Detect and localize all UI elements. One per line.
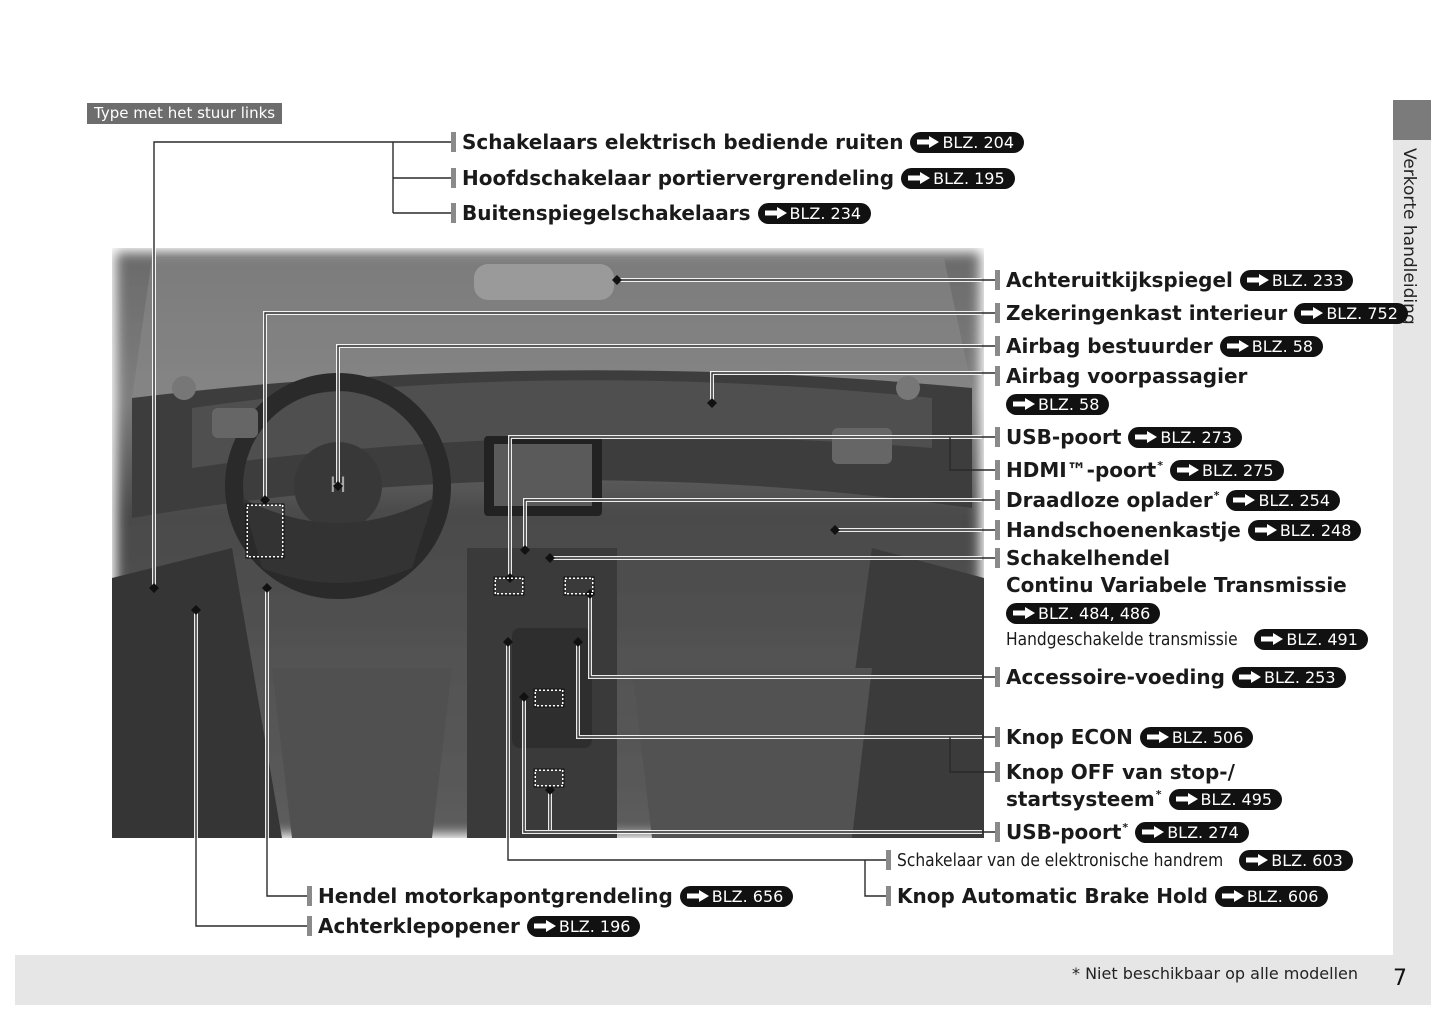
page-ref-badge[interactable]: BLZ. 195 xyxy=(901,167,1015,189)
right-arrow-icon xyxy=(1175,463,1201,477)
side-tab[interactable]: Verkorte handleiding xyxy=(1393,100,1431,955)
right-arrow-icon xyxy=(1231,493,1257,507)
label-marker xyxy=(995,427,1000,447)
right-arrow-icon xyxy=(915,135,941,149)
label-marker xyxy=(995,762,1000,782)
right-arrow-icon xyxy=(1244,853,1270,867)
right-arrow-icon xyxy=(1259,632,1285,646)
page-ref-badge[interactable]: BLZ. 495 xyxy=(1168,788,1283,810)
right-arrow-icon xyxy=(1299,306,1325,320)
label-marker xyxy=(995,460,1000,480)
label-marker xyxy=(995,520,1000,540)
label-marker xyxy=(451,203,456,223)
car-interior-illustration: H xyxy=(112,252,984,838)
page-ref-badge[interactable]: BLZ. 506 xyxy=(1139,726,1254,748)
right-arrow-icon xyxy=(1133,430,1159,444)
label-marker xyxy=(995,270,1000,290)
right-arrow-icon xyxy=(1253,523,1279,537)
right-arrow-icon xyxy=(1174,792,1200,806)
label-marker xyxy=(307,886,312,906)
page-ref-badge[interactable]: BLZ. 656 xyxy=(679,885,794,907)
label-marker xyxy=(886,850,891,870)
right-arrow-icon xyxy=(1245,273,1271,287)
page-ref-badge[interactable]: BLZ. 603 xyxy=(1239,849,1353,871)
page-ref-badge[interactable]: BLZ. 484, 486 xyxy=(1006,602,1161,624)
label-hdmi-port: HDMI™-poort*BLZ. 275 xyxy=(995,457,1284,483)
label-cvt: Continu Variabele Transmissie xyxy=(1006,573,1347,597)
label-idle-stop-off-line2: startsysteem*BLZ. 495 xyxy=(1006,786,1283,812)
page-ref-badge[interactable]: BLZ. 491 xyxy=(1254,628,1368,650)
layout-type-tag: Type met het stuur links xyxy=(87,103,283,124)
label-marker xyxy=(995,336,1000,356)
svg-text:H: H xyxy=(330,472,346,497)
label-marker xyxy=(995,303,1000,323)
page-ref-badge[interactable]: BLZ. 58 xyxy=(1219,335,1324,357)
page-ref-badge[interactable]: BLZ. 275 xyxy=(1169,459,1284,481)
page-ref-badge[interactable]: BLZ. 196 xyxy=(526,915,641,937)
page-ref-badge[interactable]: BLZ. 273 xyxy=(1128,426,1242,448)
side-tab-marker xyxy=(1393,100,1431,140)
page-ref-badge[interactable]: BLZ. 248 xyxy=(1247,519,1362,541)
right-arrow-icon xyxy=(1145,730,1171,744)
page-ref-badge[interactable]: BLZ. 58 xyxy=(1006,393,1110,415)
right-arrow-icon xyxy=(1011,606,1037,620)
label-marker xyxy=(995,490,1000,510)
label-marker xyxy=(995,548,1000,568)
label-wireless-charger: Draadloze oplader*BLZ. 254 xyxy=(995,487,1341,513)
page-ref-badge[interactable]: BLZ. 752 xyxy=(1294,302,1408,324)
label-passenger-airbag-ref: BLZ. 58 xyxy=(1006,391,1110,417)
right-arrow-icon xyxy=(1225,339,1251,353)
page-ref-badge[interactable]: BLZ. 234 xyxy=(757,202,872,224)
footnote: * Niet beschikbaar op alle modellen xyxy=(1072,964,1359,983)
side-tab-label: Verkorte handleiding xyxy=(1399,148,1419,325)
right-arrow-icon xyxy=(685,889,711,903)
page-ref-badge[interactable]: BLZ. 253 xyxy=(1231,666,1346,688)
label-cvt-ref: BLZ. 484, 486 xyxy=(1006,600,1161,626)
right-arrow-icon xyxy=(1140,825,1166,839)
right-arrow-icon xyxy=(1011,397,1037,411)
page-ref-badge[interactable]: BLZ. 233 xyxy=(1239,269,1354,291)
label-marker xyxy=(995,822,1000,842)
right-arrow-icon xyxy=(906,171,932,185)
label-marker xyxy=(451,168,456,188)
label-marker xyxy=(995,667,1000,687)
page-footer xyxy=(15,955,1431,1005)
label-marker xyxy=(307,916,312,936)
label-marker xyxy=(995,366,1000,386)
page-ref-badge[interactable]: BLZ. 606 xyxy=(1214,885,1329,907)
right-arrow-icon xyxy=(532,919,558,933)
label-marker xyxy=(451,132,456,152)
label-usb-port-2: USB-poort*BLZ. 274 xyxy=(995,819,1249,845)
label-passenger-airbag: Airbag voorpassagier xyxy=(995,363,1247,389)
right-arrow-icon xyxy=(763,206,789,220)
page-ref-badge[interactable]: BLZ. 274 xyxy=(1135,821,1249,843)
page-ref-badge[interactable]: BLZ. 254 xyxy=(1226,489,1341,511)
page-ref-badge[interactable]: BLZ. 204 xyxy=(910,131,1025,153)
right-arrow-icon xyxy=(1237,670,1263,684)
label-idle-stop-off: Knop OFF van stop-/ xyxy=(995,759,1235,785)
label-shift-lever: Schakelhendel xyxy=(995,545,1170,571)
label-marker xyxy=(995,727,1000,747)
label-marker xyxy=(886,886,891,906)
right-arrow-icon xyxy=(1220,889,1246,903)
page-number: 7 xyxy=(1393,966,1407,991)
